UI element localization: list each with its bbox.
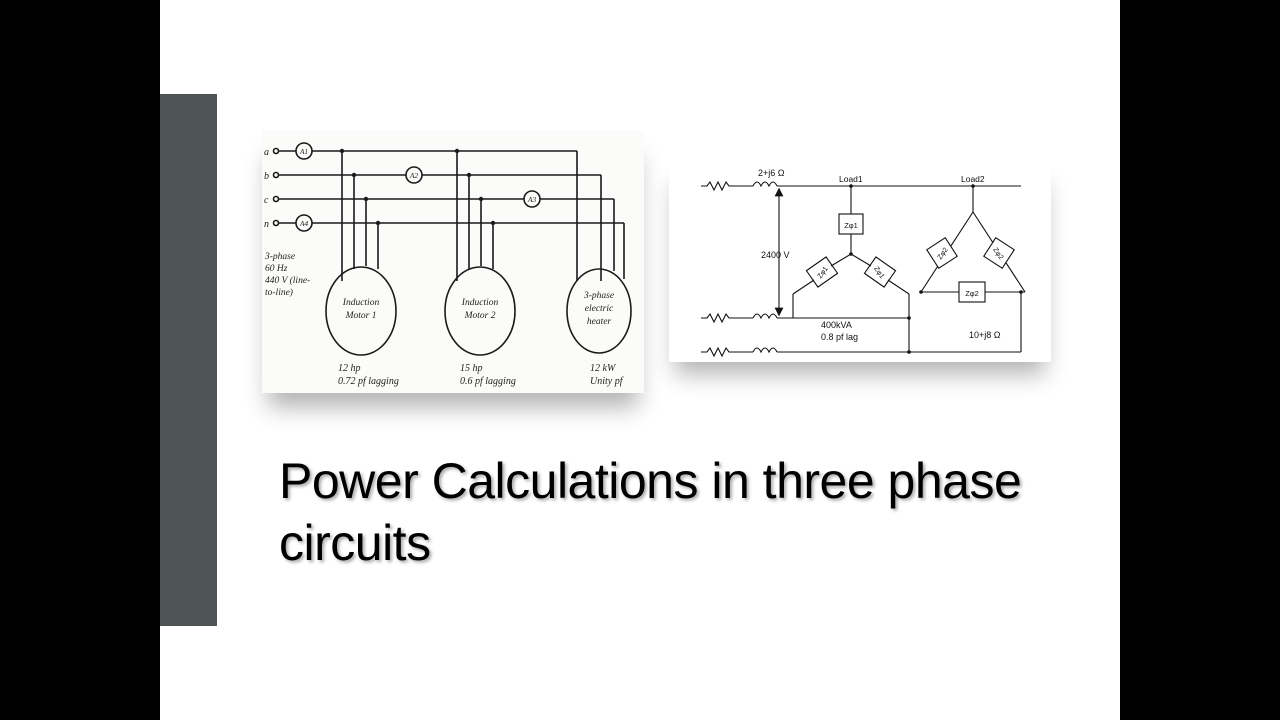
motor1-rating-line2: 0.72 pf lagging: [338, 376, 399, 387]
terminal-b: [272, 171, 280, 179]
wye-delta-loads-svg: 2+j6 Ω Load1 Load2 2400 V Zφ1 Zφ1 Zφ1 Zφ…: [701, 168, 1026, 358]
accent-bar: [160, 94, 217, 626]
load2-z-left: [926, 237, 958, 269]
source-note-line3: 440 V (line-: [265, 275, 310, 286]
motor2-name-line2: Motor 2: [464, 311, 496, 321]
ammeter-a3-label: A3: [527, 195, 537, 204]
line-label-b: b: [264, 171, 269, 182]
load2-z-right: [983, 237, 1015, 269]
source-note-line1: 3-phase: [264, 252, 295, 262]
slide: a b c n A1 A2 A3 A4 3-phase 60 Hz 440 V …: [160, 0, 1120, 720]
source-note-line4: to-line): [265, 287, 293, 298]
voltage-label: 2400 V: [761, 250, 790, 260]
load1-z-right: [863, 256, 897, 288]
load1-z-left: [805, 256, 839, 288]
heater-name-line3: heater: [587, 317, 612, 327]
heater-name-line2: electric: [585, 304, 614, 314]
load1-z-left-label: Zφ1: [817, 266, 830, 281]
three-phase-loads-diagram: a b c n A1 A2 A3 A4 3-phase 60 Hz 440 V …: [262, 131, 644, 393]
heater-rating-line1: 12 kW: [590, 363, 617, 374]
load1-z-top-label: Zφ1: [844, 221, 858, 230]
load1-label: Load1: [839, 174, 863, 184]
terminal-c: [272, 195, 280, 203]
load1-rating-line2: 0.8 pf lag: [821, 332, 858, 342]
terminal-a: [272, 147, 280, 155]
load2-z-bottom-label: Zφ2: [965, 289, 979, 298]
three-phase-loads-svg: a b c n A1 A2 A3 A4 3-phase 60 Hz 440 V …: [264, 142, 632, 387]
line-label-a: a: [264, 147, 269, 158]
ammeter-a2-label: A2: [409, 171, 419, 180]
load2-label: Load2: [961, 174, 985, 184]
resistor-mid: [701, 312, 753, 324]
load2-z-bottom: [958, 281, 986, 303]
inductor-mid: [752, 313, 778, 320]
motor2-rating-line1: 15 hp: [460, 363, 483, 374]
motor1-rating-line1: 12 hp: [338, 363, 361, 374]
wye-delta-loads-diagram: 2+j6 Ω Load1 Load2 2400 V Zφ1 Zφ1 Zφ1 Zφ…: [669, 162, 1051, 362]
line-impedance-label: 2+j6 Ω: [758, 168, 785, 178]
load2-impedance-label: 10+j8 Ω: [969, 330, 1001, 340]
heater-rating-line2: Unity pf: [590, 376, 624, 387]
inductor-top: [752, 181, 778, 188]
motor1-circle: [325, 266, 397, 356]
motor2-circle: [444, 266, 516, 356]
motor2-name-line1: Induction: [461, 298, 499, 308]
line-label-c: c: [264, 195, 269, 206]
slide-title: Power Calculations in three phase circui…: [279, 453, 1022, 571]
ammeter-a4-label: A4: [299, 219, 309, 228]
ammeter-a1-label: A1: [299, 147, 308, 156]
line-label-n: n: [264, 219, 269, 230]
resistor-bot: [701, 346, 753, 358]
heater-name-line1: 3-phase: [583, 291, 614, 301]
heater-circle: [566, 268, 632, 354]
motor2-rating-line2: 0.6 pf lagging: [460, 376, 516, 387]
motor1-name-line2: Motor 1: [345, 311, 377, 321]
motor1-name-line1: Induction: [342, 298, 380, 308]
terminal-n: [272, 219, 280, 227]
load1-rating-line1: 400kVA: [821, 320, 852, 330]
source-note-line2: 60 Hz: [265, 264, 288, 274]
resistor-top: [701, 180, 753, 192]
load1-z-right-label: Zφ1: [872, 266, 885, 281]
inductor-bot: [752, 347, 778, 354]
